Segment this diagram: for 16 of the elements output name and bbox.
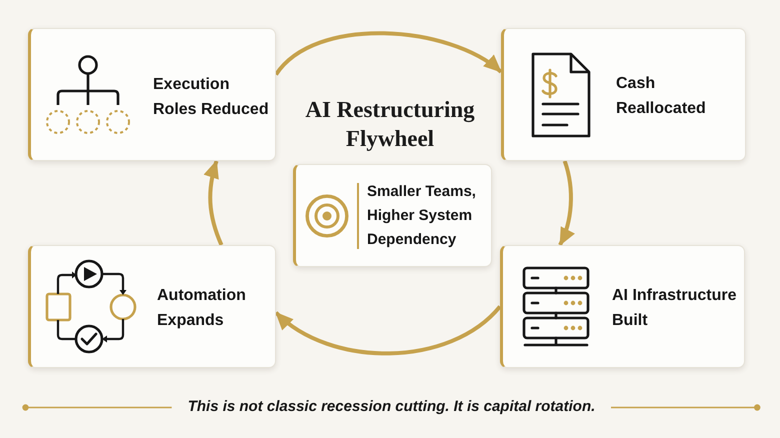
process-card xyxy=(28,28,276,161)
node-label: Execution Roles Reduced xyxy=(153,74,270,120)
process-card xyxy=(293,164,492,267)
curved-arrow xyxy=(204,160,224,246)
curved-arrow xyxy=(274,305,502,356)
node-label: Smaller Teams, Higher System Dependency xyxy=(367,182,477,250)
node-label: AI Infrastructure Built xyxy=(612,286,738,330)
diagram-title: AI Restructuring Flywheel xyxy=(304,96,476,153)
node-label: Automation Expands xyxy=(157,286,247,330)
process-card xyxy=(501,28,746,161)
node-label: Cash Reallocated xyxy=(616,74,707,118)
caption-text: This is not classic recession cutting. It is capital rotation. xyxy=(188,396,596,417)
curved-arrow xyxy=(558,160,575,246)
process-card xyxy=(500,245,745,368)
curved-arrow xyxy=(274,31,502,76)
process-card xyxy=(28,245,276,368)
